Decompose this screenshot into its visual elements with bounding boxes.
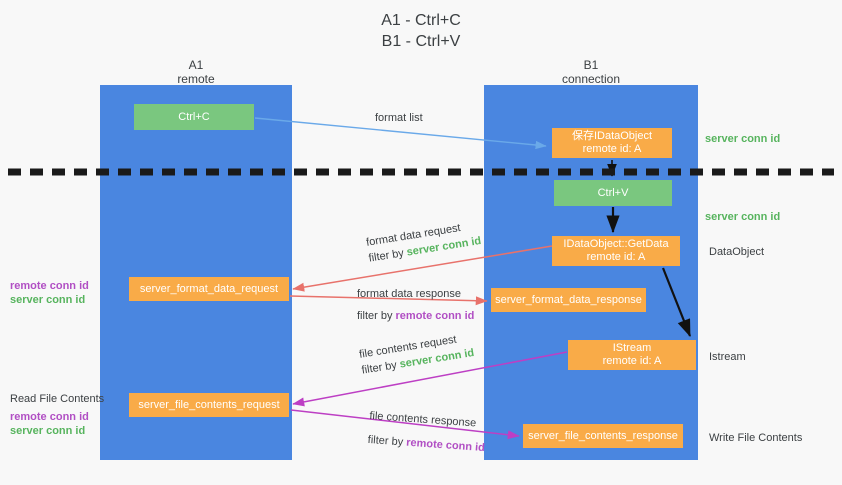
edge-label-format-data-response-group: format data response filter by remote co…: [357, 286, 474, 324]
node-getdata-line1: IDataObject::GetData: [563, 238, 669, 250]
server-conn-id-left-2: server conn id: [10, 425, 86, 437]
remote-conn-id-left-1: remote conn id: [10, 280, 89, 292]
arrow-format-list: [254, 117, 547, 150]
node-istream[interactable]: IStream remote id: A: [568, 340, 696, 370]
server-conn-id-left-1: server conn id: [10, 294, 86, 306]
node-ctrl-v[interactable]: Ctrl+V: [554, 180, 672, 206]
arrow-file-contents-response: [290, 409, 520, 440]
node-ctrl-v-label: Ctrl+V: [597, 186, 629, 199]
side-label-write-file-contents: Write File Contents: [709, 432, 803, 444]
remote-conn-id-text-1: remote conn id: [395, 310, 475, 322]
node-server-format-data-request-label: server_format_data_request: [139, 282, 279, 295]
side-label-dataobject: DataObject: [709, 246, 765, 258]
side-label-conn-ids-upper: remote conn id server conn id: [10, 279, 89, 307]
node-idataobject[interactable]: 保存IDataObject remote id: A: [552, 128, 672, 158]
node-istream-line2: remote id: A: [602, 355, 662, 367]
node-server-file-contents-response[interactable]: server_file_contents_response: [523, 424, 683, 448]
node-ctrl-c[interactable]: Ctrl+C: [134, 104, 254, 130]
column-a1-name: A1: [188, 58, 204, 72]
node-server-format-data-request[interactable]: server_format_data_request: [129, 277, 289, 301]
side-label-read-file-contents: Read File Contents: [10, 393, 105, 405]
column-header-a1: A1 remote: [100, 58, 292, 86]
arrow-file-contents-request: [292, 351, 568, 407]
node-server-format-data-response-label: server_format_data_response: [495, 293, 642, 306]
node-getdata[interactable]: IDataObject::GetData remote id: A: [552, 236, 680, 266]
remote-conn-id-left-2: remote conn id: [10, 411, 89, 423]
node-ctrl-c-label: Ctrl+C: [178, 110, 210, 123]
edge-label-file-contents-response-group: file contents response filter by remote …: [367, 408, 487, 456]
edge-label-format-list: format list: [375, 112, 423, 124]
arrow-format-data-request: [292, 245, 553, 292]
filter-by-text-2: filter by: [357, 310, 396, 322]
node-idataobject-line2: remote id: A: [582, 143, 642, 155]
title-line-1: A1 - Ctrl+C: [381, 12, 461, 29]
side-label-conn-ids-lower: remote conn id server conn id: [10, 410, 89, 438]
node-istream-line1: IStream: [612, 342, 652, 354]
node-getdata-line2: remote id: A: [586, 251, 646, 263]
edge-label-format-data-response: format data response: [357, 288, 461, 300]
arrow-getdata-to-istream: [661, 267, 692, 338]
node-idataobject-line1: 保存IDataObject: [571, 130, 653, 142]
node-server-file-contents-request-label: server_file_contents_request: [138, 398, 280, 411]
page-title: A1 - Ctrl+C B1 - Ctrl+V: [0, 10, 842, 52]
filter-by-text-4: filter by: [367, 433, 407, 449]
side-label-server-conn-id-mid: server conn id: [705, 211, 781, 223]
node-server-file-contents-request[interactable]: server_file_contents_request: [129, 393, 289, 417]
node-server-file-contents-response-label: server_file_contents_response: [528, 429, 678, 442]
side-label-istream: Istream: [709, 351, 746, 363]
node-server-format-data-response[interactable]: server_format_data_response: [491, 288, 646, 312]
remote-conn-id-text-2: remote conn id: [405, 436, 486, 455]
column-b1-role: connection: [561, 72, 621, 86]
arrow-format-data-response: [289, 295, 488, 306]
title-line-2: B1 - Ctrl+V: [381, 33, 461, 50]
side-label-server-conn-id-top: server conn id: [705, 133, 781, 145]
column-a1-role: remote: [177, 72, 215, 86]
column-b1-name: B1: [583, 58, 599, 72]
column-header-b1: B1 connection: [484, 58, 698, 86]
